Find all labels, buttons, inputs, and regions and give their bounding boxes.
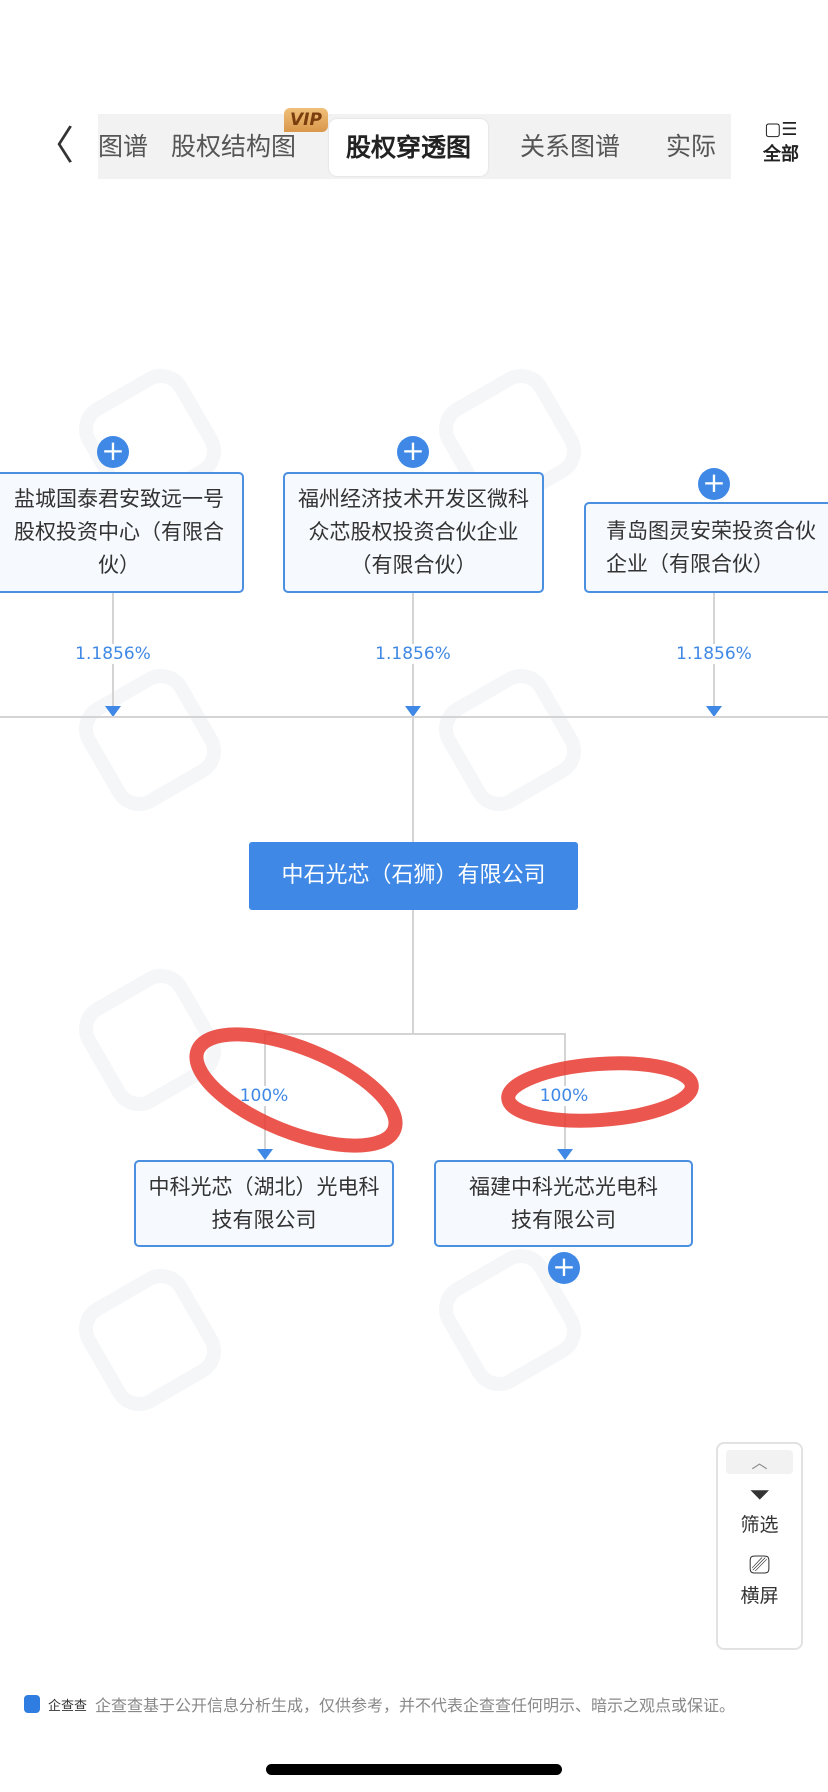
tab-bar: 图谱 股权结构图 股权穿透图 关系图谱 实际 bbox=[98, 114, 731, 179]
landscape-label: 横屏 bbox=[740, 1585, 779, 1607]
filter-label: 筛选 bbox=[740, 1514, 779, 1536]
expand-plus-icon[interactable]: + bbox=[548, 1252, 580, 1284]
shareholder-node[interactable]: 青岛图灵安荣投资合伙企业（有限合伙） bbox=[584, 502, 828, 593]
home-indicator bbox=[266, 1764, 562, 1775]
share-percent: 1.1856% bbox=[664, 644, 764, 664]
target-company-node[interactable]: 中石光芯（石狮）有限公司 bbox=[249, 842, 578, 910]
collapse-up-button[interactable]: ︿ bbox=[726, 1450, 793, 1474]
tab-actual[interactable]: 实际 bbox=[666, 132, 717, 161]
tab-graph[interactable]: 图谱 bbox=[98, 132, 149, 161]
back-button[interactable]: 〈 bbox=[34, 123, 74, 169]
share-percent: 1.1856% bbox=[63, 644, 163, 664]
share-percent: 100% bbox=[214, 1086, 314, 1106]
tab-relationship[interactable]: 关系图谱 bbox=[520, 132, 621, 161]
filter-button[interactable]: ⏷ 筛选 bbox=[718, 1480, 801, 1537]
all-label: 全部 bbox=[763, 144, 799, 165]
subsidiary-name: 中科光芯（湖北）光电科技有限公司 bbox=[148, 1174, 380, 1232]
shareholder-name: 福州经济技术开发区微科众芯股权投资合伙企业（有限合伙） bbox=[298, 487, 529, 577]
grid-icon: ▢☰ bbox=[764, 119, 798, 140]
share-percent: 100% bbox=[514, 1086, 614, 1106]
subsidiary-node[interactable]: 福建中科光芯光电科技有限公司 bbox=[434, 1160, 693, 1247]
expand-plus-icon[interactable]: + bbox=[397, 436, 429, 468]
landscape-button[interactable]: ⎚ 横屏 bbox=[718, 1549, 801, 1608]
logo-text: 企查查 bbox=[48, 1698, 88, 1714]
share-percent: 1.1856% bbox=[363, 644, 463, 664]
footer-disclaimer: 企查查 企查查基于公开信息分析生成，仅供参考，并不代表企查查任何明示、暗示之观点… bbox=[24, 1692, 735, 1716]
shareholder-node[interactable]: 福州经济技术开发区微科众芯股权投资合伙企业（有限合伙） bbox=[283, 472, 544, 593]
vip-badge: VIP bbox=[284, 108, 328, 132]
subsidiary-name: 福建中科光芯光电科技有限公司 bbox=[469, 1174, 658, 1232]
expand-plus-icon[interactable]: + bbox=[97, 436, 129, 468]
tab-equity-structure[interactable]: 股权结构图 bbox=[171, 132, 297, 161]
filter-icon: ⏷ bbox=[749, 1480, 770, 1510]
rotate-screen-icon: ⎚ bbox=[749, 1550, 770, 1580]
shareholder-name: 盐城国泰君安致远一号股权投资中心（有限合伙） bbox=[14, 487, 224, 577]
subsidiary-node[interactable]: 中科光芯（湖北）光电科技有限公司 bbox=[134, 1160, 394, 1247]
all-tabs-button[interactable]: ▢☰ 全部 bbox=[758, 120, 804, 166]
disclaimer-text: 企查查基于公开信息分析生成，仅供参考，并不代表企查查任何明示、暗示之观点或保证。 bbox=[95, 1696, 736, 1715]
shareholder-name: 青岛图灵安荣投资合伙企业（有限合伙） bbox=[606, 518, 816, 576]
tab-equity-penetration[interactable]: 股权穿透图 bbox=[329, 119, 489, 176]
qcc-logo-icon bbox=[24, 1695, 40, 1713]
side-panel: ︿ ⏷ 筛选 ⎚ 横屏 bbox=[716, 1442, 803, 1650]
expand-plus-icon[interactable]: + bbox=[698, 468, 730, 500]
shareholder-node[interactable]: 盐城国泰君安致远一号股权投资中心（有限合伙） bbox=[0, 472, 244, 593]
